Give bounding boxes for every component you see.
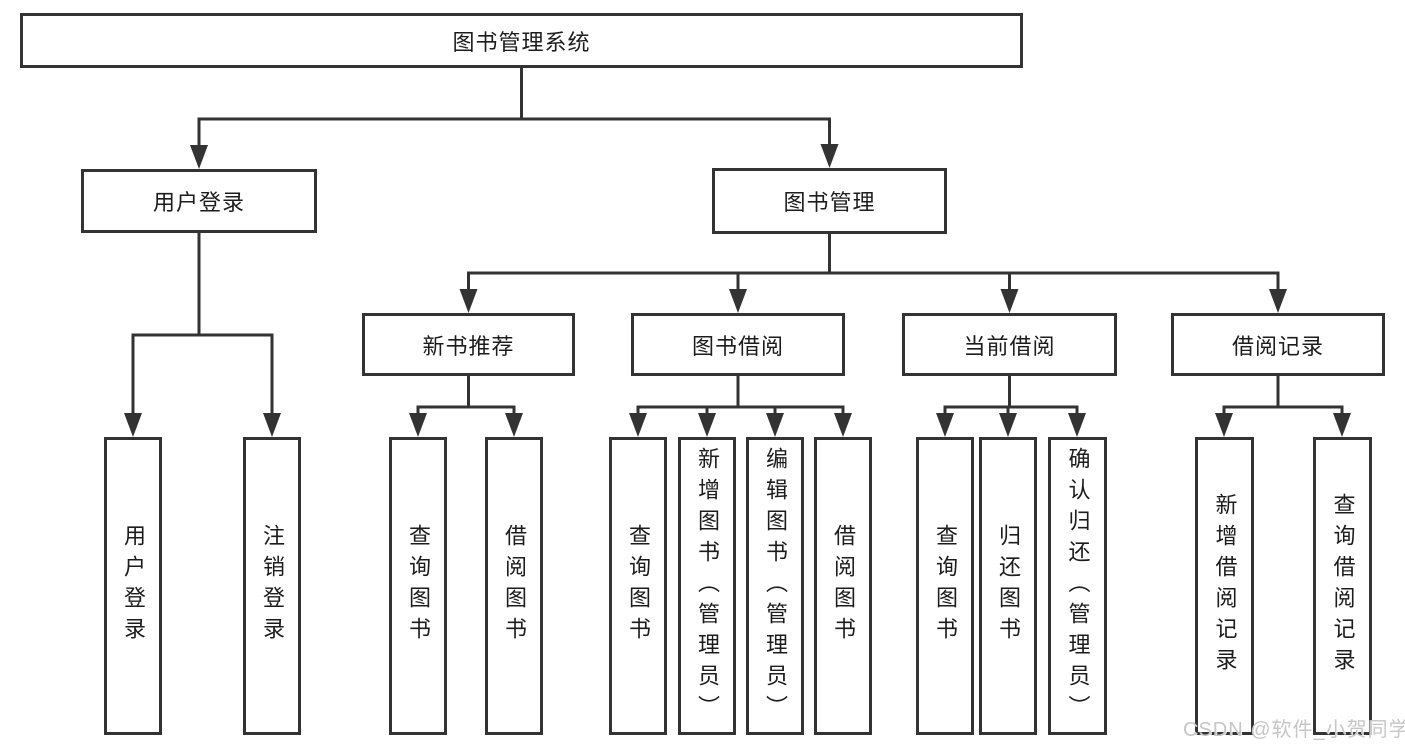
leaf-return-books: 归还图书 [979, 437, 1037, 735]
leaf-borrow-books-recommend: 借阅图书 [485, 437, 543, 735]
leaf-add-borrow-record: 新增借阅记录 [1195, 437, 1254, 735]
watermark: CSDN @软件_小贺同学 [1183, 719, 1405, 741]
leaf-confirm-return-admin: 确认归还（管理员） [1048, 437, 1107, 735]
leaf-borrow-books-borrowing: 借阅图书 [814, 437, 872, 735]
leaf-query-books-recommend: 查询图书 [389, 437, 447, 735]
leaf-user-login: 用户登录 [104, 437, 162, 735]
leaf-logout-login: 注销登录 [243, 437, 301, 735]
node-borrowing-records: 借阅记录 [1171, 313, 1385, 376]
node-user-login: 用户登录 [81, 169, 317, 233]
arrowheads [124, 144, 1351, 437]
leaf-add-books-admin: 新增图书（管理员） [678, 437, 736, 735]
node-library-system: 图书管理系统 [20, 13, 1023, 68]
leaf-edit-books-admin: 编辑图书（管理员） [746, 437, 804, 735]
leaf-query-books-borrowing: 查询图书 [609, 437, 667, 735]
node-new-book-recommendation: 新书推荐 [362, 313, 575, 376]
leaf-query-borrow-record: 查询借阅记录 [1313, 437, 1372, 735]
leaf-query-books-current: 查询图书 [916, 437, 974, 735]
node-book-management: 图书管理 [712, 168, 947, 234]
node-current-borrowing: 当前借阅 [902, 313, 1117, 376]
node-book-borrowing: 图书借阅 [631, 313, 845, 376]
